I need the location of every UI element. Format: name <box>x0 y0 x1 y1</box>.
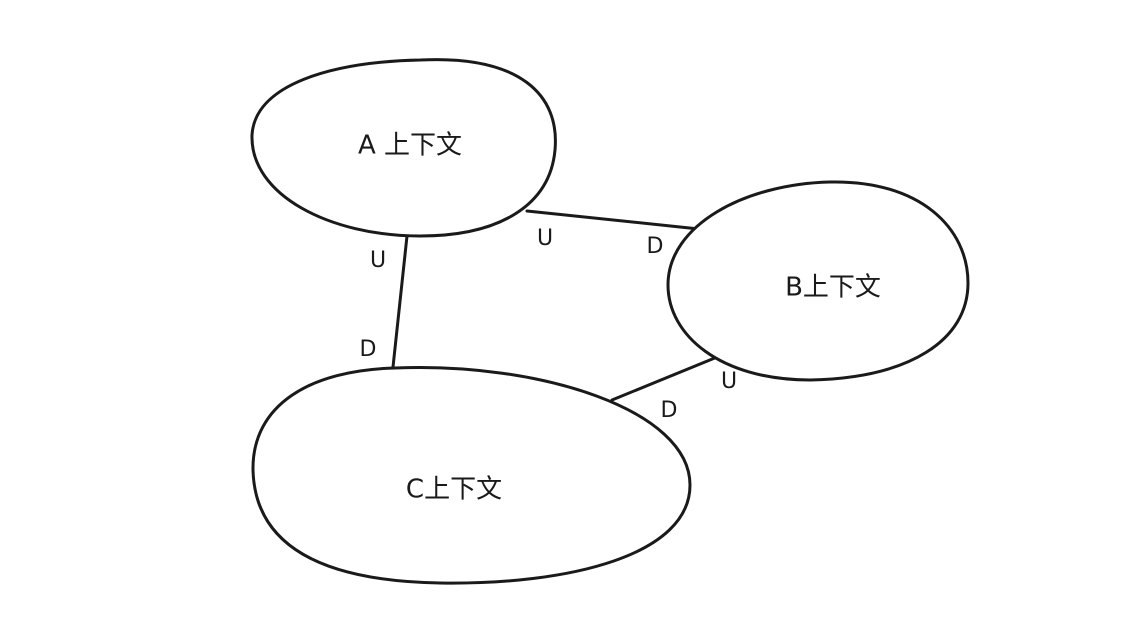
context-b-label: B上下文 <box>785 273 881 303</box>
link-b-c <box>610 351 729 402</box>
link-a-c-upstream-label: U <box>370 248 386 273</box>
link-a-c <box>391 234 409 369</box>
link-a-c-downstream-label: D <box>360 337 377 362</box>
context-b-shape <box>666 180 970 382</box>
link-a-b-downstream-label: D <box>647 234 664 259</box>
link-a-b <box>525 209 701 231</box>
context-a-label: A 上下文 <box>358 131 462 161</box>
context-a[interactable]: A 上下文 <box>250 58 557 238</box>
context-c-label: C上下文 <box>406 475 502 505</box>
context-c-shape <box>251 366 692 585</box>
context-c[interactable]: C上下文 <box>251 366 692 585</box>
context-b[interactable]: B上下文 <box>666 180 970 382</box>
link-a-b-upstream-label: U <box>537 226 553 251</box>
link-b-c-upstream-label: U <box>721 369 737 394</box>
link-b-c-downstream-label: D <box>661 398 678 423</box>
context-a-shape <box>250 58 557 238</box>
